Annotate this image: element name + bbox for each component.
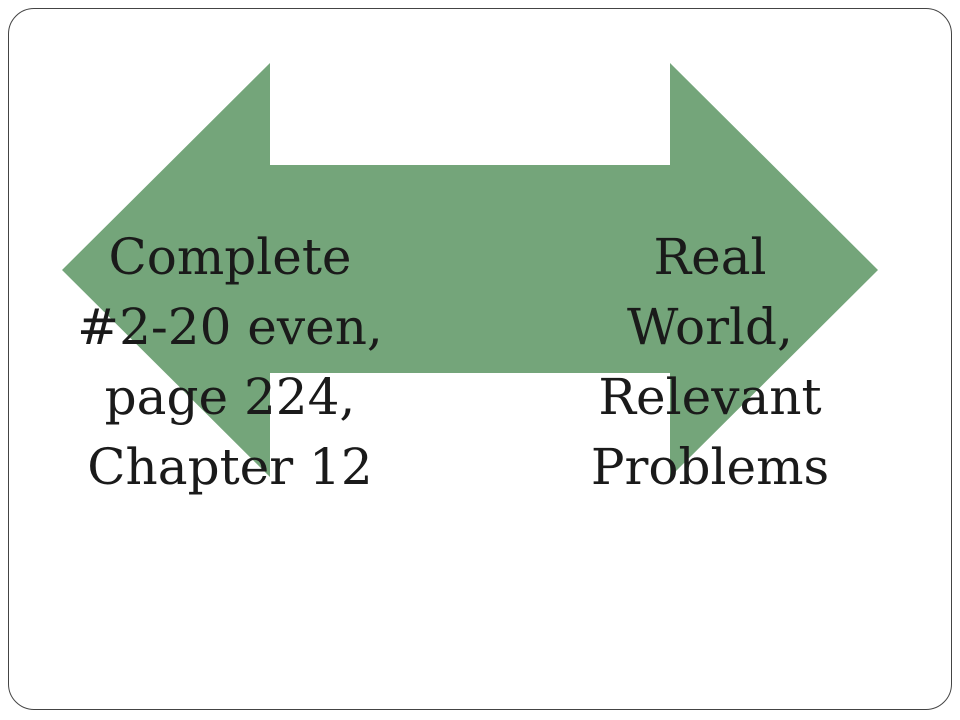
left-label-line-2: #2-20 even,	[77, 298, 383, 356]
left-label-line-1: Complete	[108, 228, 352, 286]
right-label-line-4: Problems	[590, 438, 830, 496]
right-label-line-1: Real	[653, 228, 767, 286]
left-label-line-3: page 224,	[104, 368, 356, 426]
right-arrow-label: Real World, Relevant Problems	[560, 222, 860, 502]
right-label-line-3: Relevant	[598, 368, 822, 426]
right-label-line-2: World,	[627, 298, 793, 356]
left-arrow-label: Complete #2-20 even, page 224, Chapter 1…	[40, 222, 420, 502]
left-label-line-4: Chapter 12	[87, 438, 373, 496]
left-right-arrow-shape	[62, 63, 878, 477]
